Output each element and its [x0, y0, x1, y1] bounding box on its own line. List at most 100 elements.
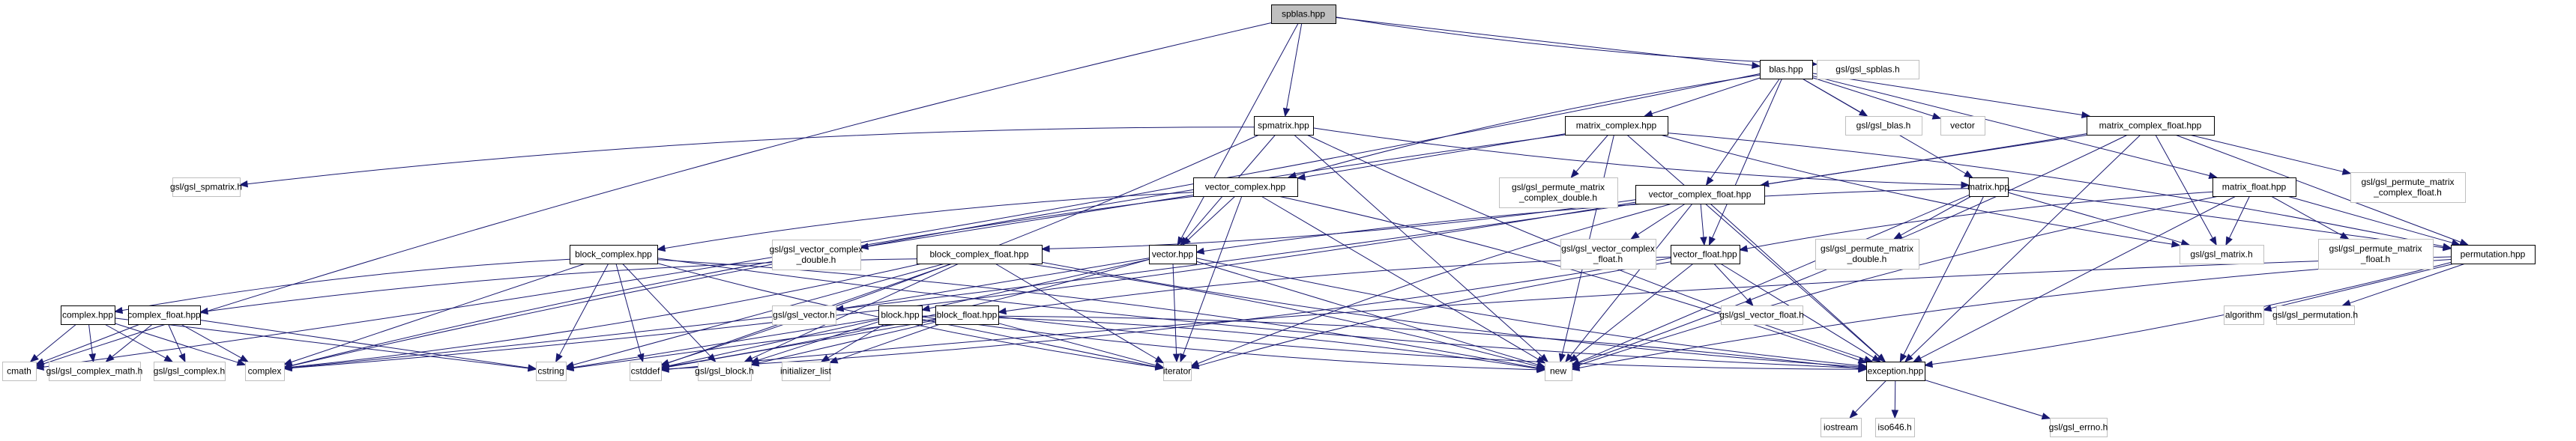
edge-line — [668, 319, 879, 367]
edge-vector_complex-to-new — [1261, 195, 1546, 364]
edge-line — [291, 263, 586, 363]
arrowhead-icon — [1877, 353, 1886, 362]
edge-line — [573, 263, 945, 365]
edge-complex_hpp-to-cmath — [29, 323, 77, 362]
edge-matrix_complex-to-gsl_permute_matrix_complex_double — [1570, 134, 1609, 179]
edge-matrix_float-to-gsl_permute_matrix_float — [2270, 195, 2350, 240]
edge-spblas-to-blas — [1335, 16, 1761, 69]
arrowhead-icon — [29, 353, 39, 362]
edge-matrix_float-to-new — [1570, 195, 2219, 368]
node-spblas[interactable]: spblas.hpp — [1271, 4, 1336, 24]
edge-vector_float-to-iterator — [1189, 261, 1671, 370]
node-label: iterator — [1163, 366, 1191, 377]
node-block-complex[interactable]: block_complex.hpp — [570, 245, 658, 264]
edge-matrix_complex-to-permutation — [1667, 133, 2452, 250]
arrowhead-icon — [1708, 236, 1716, 246]
edge-block_float-to-cstring — [564, 318, 936, 372]
arrowhead-icon — [1536, 365, 1546, 372]
edge-line — [664, 192, 1194, 249]
arrowhead-icon — [34, 358, 45, 365]
node-label: block_float.hpp — [937, 310, 998, 320]
node-gsl-vector-float: gsl/gsl_vector_float.h — [1719, 305, 1804, 325]
edge-line — [291, 133, 2087, 368]
node-matrix[interactable]: matrix.hpp — [1967, 177, 2009, 197]
edge-line — [751, 263, 959, 359]
node-matrix-complex-float[interactable]: matrix_complex_float.hpp — [2087, 116, 2215, 136]
edge-line — [2175, 134, 2461, 243]
arrowhead-icon — [749, 359, 760, 367]
node-complex-float[interactable]: complex_float.hpp — [127, 305, 201, 325]
node-matrix-float[interactable]: matrix_float.hpp — [2212, 177, 2296, 197]
node-label: gsl/gsl_vector_float.h — [1719, 310, 1804, 320]
arrowhead-icon — [1923, 360, 1933, 368]
edge-line — [291, 201, 1636, 368]
arrowhead-icon — [1700, 237, 1707, 246]
node-gsl-permutation: gsl/gsl_permutation.h — [2272, 305, 2358, 325]
arrowhead-icon — [1858, 365, 1868, 373]
edge-vector_complex_float-to-new — [1565, 203, 1693, 363]
edge-block_complex_float-to-iterator — [995, 263, 1165, 364]
arrowhead-icon — [2459, 238, 2470, 246]
node-label: gsl/gsl_vector_complex — [770, 244, 863, 255]
edge-line — [668, 256, 2452, 370]
node-box — [2087, 116, 2215, 136]
edge-line — [1569, 203, 1693, 356]
node-vector[interactable]: vector.hpp — [1149, 245, 1197, 264]
node-block-float[interactable]: block_float.hpp — [935, 305, 999, 325]
edge-line — [88, 323, 93, 355]
edge-line — [1746, 191, 2213, 249]
node-block[interactable]: block.hpp — [878, 305, 923, 325]
edge-complex_float-to-gsl_complex — [168, 323, 186, 363]
arrowhead-icon — [1891, 410, 1899, 419]
edge-spmatrix-to-matrix — [1312, 127, 1970, 189]
edge-vector_complex_float-to-vector_float — [1700, 203, 1707, 246]
edge-line — [1903, 195, 1985, 356]
node-box — [2212, 177, 2296, 197]
node-label: permutation.hpp — [2461, 249, 2526, 260]
node-vector-complex-float[interactable]: vector_complex_float.hpp — [1635, 185, 1765, 204]
edge-line — [1919, 195, 2236, 359]
node-gsl-permute-matrix-double: gsl/gsl_permute_matrix_double.h — [1815, 239, 1919, 270]
node-box — [630, 362, 662, 381]
edge-line — [1854, 380, 1887, 413]
node-vector-complex[interactable]: vector_complex.hpp — [1193, 177, 1298, 197]
node-label: exception.hpp — [1868, 366, 1924, 377]
edge-line — [668, 320, 936, 368]
edge-spblas-to-gsl_spblas — [1335, 16, 1818, 68]
node-vector-float[interactable]: vector_float.hpp — [1671, 245, 1740, 264]
node-block-complex-float[interactable]: block_complex_float.hpp — [917, 245, 1043, 264]
arrowhead-icon — [1154, 356, 1165, 364]
arrowhead-icon — [238, 180, 248, 188]
node-algorithm: algorithm — [2224, 305, 2264, 325]
edge-permutation-to-cstddef — [660, 256, 2452, 373]
node-permutation[interactable]: permutation.hpp — [2451, 245, 2536, 264]
edge-vector_float-to-gsl_vector_float — [1713, 263, 1754, 306]
arrowhead-icon — [2209, 236, 2217, 246]
node-box — [2180, 245, 2264, 264]
edge-blas-to-vector_float — [1708, 78, 1782, 246]
edge-block-to-initializer_list — [820, 323, 885, 362]
node-label: _double.h — [796, 255, 836, 265]
node-blas[interactable]: blas.hpp — [1760, 60, 1813, 79]
node-complex-hpp[interactable]: complex.hpp — [61, 305, 115, 325]
edge-line — [1575, 263, 1694, 358]
edge-block_float-to-iterator — [998, 323, 1165, 369]
node-matrix-complex[interactable]: matrix_complex.hpp — [1565, 116, 1668, 136]
edge-line — [1700, 203, 1704, 238]
node-box — [1635, 185, 1765, 204]
node-label: gsl/gsl_spblas.h — [1836, 64, 1899, 75]
arrowhead-icon — [828, 356, 839, 364]
node-label: spblas.hpp — [1282, 9, 1325, 19]
node-label: gsl/gsl_complex.h — [154, 366, 225, 377]
arrowhead-icon — [163, 354, 174, 362]
arrowhead-icon — [1180, 353, 1187, 363]
edge-line — [921, 315, 1859, 369]
node-spmatrix[interactable]: spmatrix.hpp — [1254, 116, 1314, 136]
node-iso646: iso646.h — [1875, 418, 1915, 437]
edge-exception-to-gsl_errno — [1924, 380, 2051, 420]
edge-line — [1198, 261, 1671, 367]
node-exception[interactable]: exception.hpp — [1866, 362, 1925, 381]
edge-complex_hpp-to-complex_std — [114, 323, 247, 366]
edge-matrix_complex_float-to-exception — [1904, 134, 2141, 362]
